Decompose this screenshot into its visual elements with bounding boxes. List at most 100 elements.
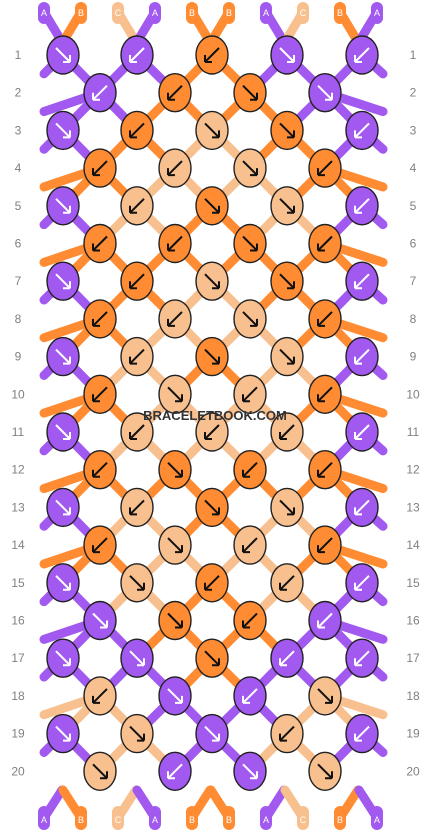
row-number-right: 19 [406,727,420,741]
top-strand-tab [260,2,272,24]
top-strand-label: A [41,8,47,18]
row-number-left: 2 [15,86,22,100]
knot-arrow-icon [279,273,295,289]
knot-arrow-icon [204,198,220,214]
bottom-strand-tab [297,806,309,830]
top-strand-tab [75,2,87,24]
knot-arrow-icon [92,461,108,478]
top-strand-tab [371,2,383,24]
knot-arrow-icon [354,424,370,440]
knot-arrowhead-icon [204,432,212,440]
knot-arrow-icon [55,122,71,139]
knot-arrowhead-icon [63,130,71,139]
knot-arrowhead-icon [63,281,71,290]
knot-arrowhead-icon [167,318,175,327]
knot-arrowhead-icon [100,771,108,780]
knot-arrow-icon [317,688,333,704]
knot-arrowhead-icon [92,318,100,327]
bottom-strand-label: B [78,815,84,825]
row-number-right: 6 [410,237,417,251]
row-number-right: 3 [410,123,417,137]
knot-arrow-icon [279,122,295,139]
knot-arrowhead-icon [212,281,220,290]
bottom-strand-label: A [41,815,47,825]
knot-arrowhead-icon [212,130,220,139]
row-number-left: 10 [11,387,25,401]
knot-arrow-icon [167,763,183,780]
knot-arrow-icon [92,160,108,176]
knot-arrow-icon [129,575,145,591]
knot-arrowhead-icon [212,507,220,516]
bottom-strand-label: C [115,815,122,825]
row-number-right: 1 [410,48,417,62]
row-number-left: 18 [11,689,25,703]
row-number-right: 16 [406,614,420,628]
knot-arrow-icon [129,348,145,365]
knot-arrowhead-icon [317,394,325,403]
knot-arrow-icon [354,122,370,139]
row-number-left: 8 [15,312,22,326]
knot-arrow-icon [92,763,108,780]
knot-arrow-icon [279,575,295,591]
knot-arrowhead-icon [63,55,71,63]
knot-arrowhead-icon [250,168,258,177]
knot-arrow-icon [92,688,108,704]
knot-arrowhead-icon [279,733,287,742]
knot-arrowhead-icon [92,545,100,554]
knot-arrowhead-icon [92,469,100,478]
row-number-left: 11 [12,425,25,439]
knot-arrowhead-icon [325,695,333,704]
bottom-strand-tab [38,806,50,830]
knot-arrowhead-icon [92,394,100,403]
row-number-left: 6 [15,237,22,251]
knot-arrow-icon [92,537,108,553]
row-number-left: 16 [11,614,25,628]
knot-arrowhead-icon [63,432,71,440]
knot-arrow-icon [242,461,258,478]
knot-arrow-icon [242,688,258,704]
knot-arrow-icon [279,47,295,63]
row-number-right: 8 [410,312,417,326]
row-number-right: 20 [406,764,420,778]
knot-arrowhead-icon [279,582,287,591]
knot-arrow-icon [167,235,183,252]
row-number-left: 19 [11,727,25,741]
top-strand-label: C [300,8,307,18]
knot-arrowhead-icon [317,620,325,629]
knot-arrowhead-icon [175,469,183,478]
knot-arrow-icon [204,273,220,289]
knot-arrowhead-icon [287,205,295,214]
knot-arrowhead-icon [167,243,175,252]
knot-arrow-icon [317,84,333,101]
knot-arrowhead-icon [137,582,145,591]
row-number-left: 7 [15,274,22,288]
knot-arrow-icon [129,499,145,516]
knot-arrowhead-icon [354,281,362,290]
row-number-right: 18 [406,689,420,703]
knot-arrowhead-icon [92,695,100,704]
knot-arrowhead-icon [63,582,71,591]
knot-arrow-icon [354,575,370,591]
knot-arrow-icon [92,84,108,101]
bottom-strand-label: A [374,815,380,825]
row-number-right: 10 [406,387,420,401]
top-strand-tab [112,2,124,24]
knot-arrowhead-icon [92,243,100,252]
knot-arrowhead-icon [63,356,71,365]
row-number-right: 17 [406,651,420,665]
knot-arrow-icon [167,386,183,403]
knot-arrow-icon [204,348,220,365]
knot-arrowhead-icon [63,658,71,667]
knot-arrowhead-icon [354,658,362,667]
row-number-left: 13 [11,500,25,514]
knot-arrow-icon [354,499,370,516]
top-strand-tab [149,2,161,24]
knot-arrowhead-icon [242,394,250,403]
top-strand-tab [186,2,198,24]
knot-arrow-icon [167,160,183,176]
knot-arrowhead-icon [63,205,71,214]
row-number-right: 4 [410,161,417,175]
knot-arrowhead-icon [242,545,250,554]
knot-arrowhead-icon [317,469,325,478]
knot-arrowhead-icon [204,582,212,591]
